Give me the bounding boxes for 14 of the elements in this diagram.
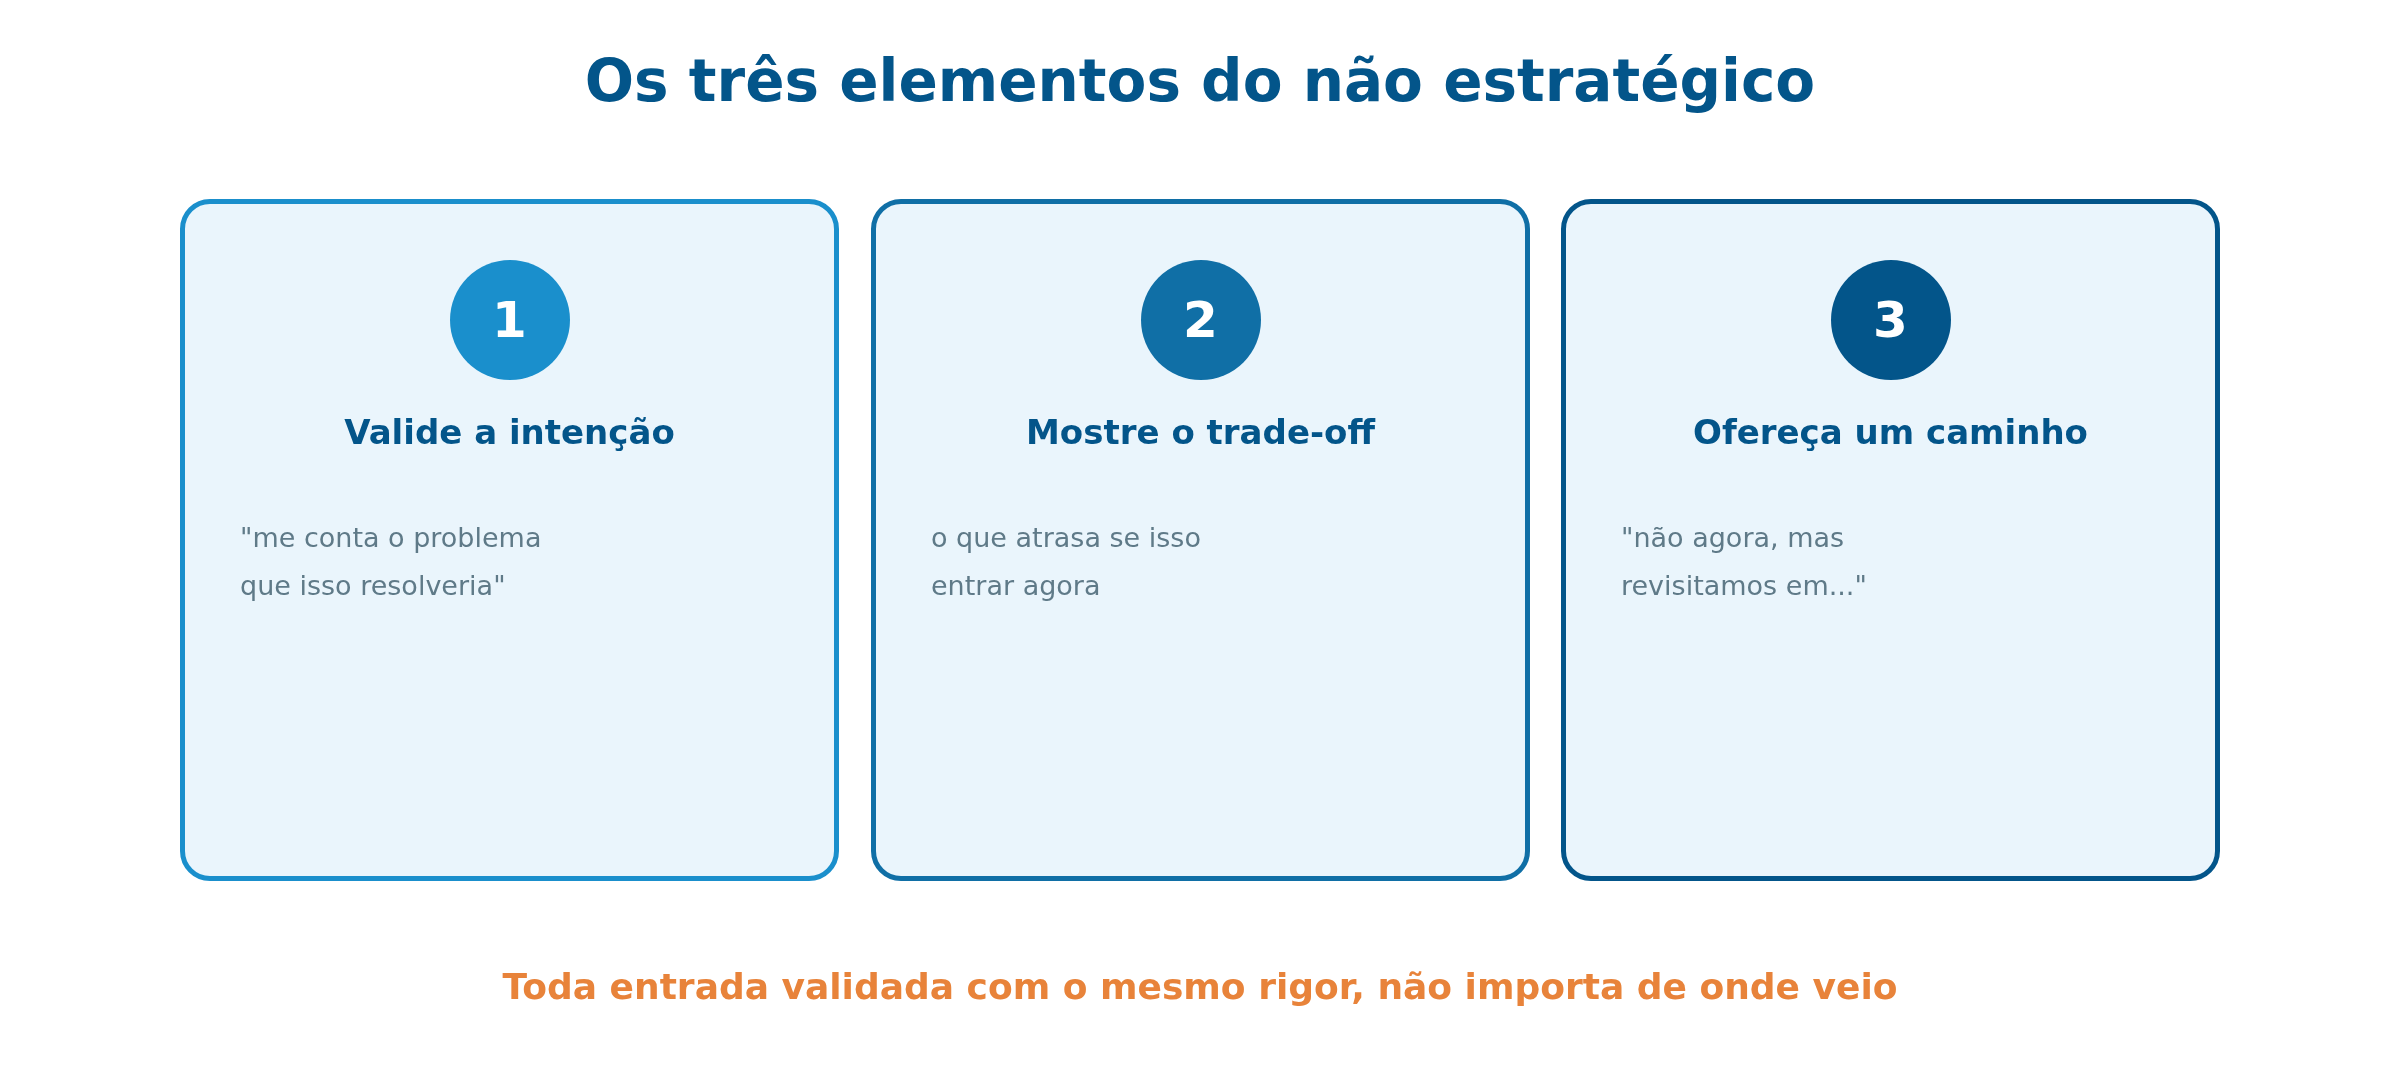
step-number-circle: 2 bbox=[1140, 260, 1261, 380]
step-description: "me conta o problema que isso resolveria" bbox=[240, 521, 543, 603]
diagram-title: Os três elementos do não estratégico bbox=[584, 50, 1816, 114]
step-number-circle: 1 bbox=[449, 260, 570, 380]
step-description: o que atrasa se isso entrar agora bbox=[931, 521, 1202, 603]
step-description: "não agora, mas revisitamos em..." bbox=[1621, 521, 1868, 603]
step-heading: Mostre o trade-off bbox=[1026, 412, 1375, 452]
step-heading: Valide a intenção bbox=[344, 412, 675, 452]
step-card bbox=[180, 199, 839, 881]
step-card bbox=[871, 199, 1530, 881]
footer-note: Toda entrada validada com o mesmo rigor, não importa de onde veio bbox=[502, 966, 1898, 1007]
step-heading: Ofereça um caminho bbox=[1693, 412, 2088, 452]
step-number-circle: 3 bbox=[1830, 260, 1951, 380]
step-card bbox=[1561, 199, 2220, 881]
